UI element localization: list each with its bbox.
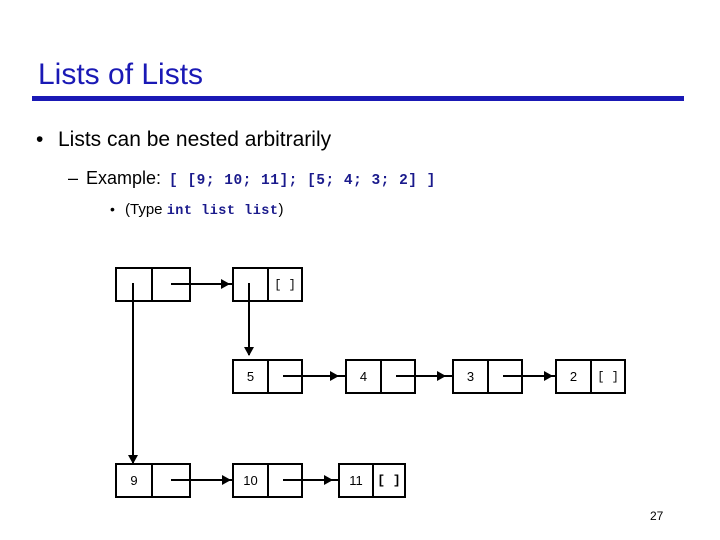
cons-cell-inner2-3: 2 [ ]: [555, 359, 626, 394]
bullet-text-level1: Lists can be nested arbitrarily: [58, 128, 332, 151]
cons-head-inner2-1: 4: [347, 361, 382, 392]
pointer-line-inner2-2-to-3: [503, 375, 559, 377]
cons-cell-inner1-2: 11 [ ]: [338, 463, 406, 498]
title-divider: [32, 96, 684, 101]
bullet-marker-level3: •: [110, 201, 115, 217]
pointer-arrow-inner1-1-to-2: [324, 475, 333, 485]
type-annotation-code: int list list: [166, 204, 279, 219]
bullet-level1: • Lists can be nested arbitrarily: [36, 128, 331, 152]
type-annotation-prefix: (Type: [125, 201, 163, 218]
cons-tail-inner2-3-nil: [ ]: [597, 369, 619, 384]
pointer-arrow-outer-1-to-2: [221, 279, 230, 289]
pointer-line-inner1-0-to-1: [171, 479, 237, 481]
cons-head-inner2-0: 5: [234, 361, 269, 392]
example-code-snippet: [ [9; 10; 11]; [5; 4; 3; 2] ]: [169, 173, 436, 189]
bullet-marker-level2: –: [68, 168, 79, 188]
cons-head-outer-2: [234, 269, 269, 300]
page-title: Lists of Lists: [38, 58, 204, 91]
cons-head-inner2-2: 3: [454, 361, 489, 392]
bullet-level3: • (Type int list list): [110, 201, 284, 219]
pointer-line-inner2-0-to-1: [283, 375, 345, 377]
pointer-arrow-outer-1-head: [128, 455, 138, 464]
pointer-arrow-inner2-2-to-3: [544, 371, 553, 381]
pointer-line-outer-1-to-2: [171, 283, 239, 285]
pointer-arrow-inner2-1-to-2: [437, 371, 446, 381]
cons-tail-inner1-2-nil: [ ]: [377, 473, 401, 488]
type-annotation-suffix: ): [278, 201, 284, 218]
cons-head-inner2-3: 2: [557, 361, 592, 392]
bullet-text-level2: Example:: [86, 168, 162, 188]
page-number: 27: [650, 509, 664, 523]
pointer-line-outer-1-head: [132, 283, 134, 463]
pointer-line-inner1-1-to-2: [283, 479, 338, 481]
cons-head-inner1-1: 10: [234, 465, 269, 496]
cons-head-inner1-0: 9: [117, 465, 154, 496]
pointer-line-outer-2-head: [248, 283, 250, 355]
pointer-arrow-inner1-0-to-1: [222, 475, 231, 485]
pointer-line-inner2-1-to-2: [396, 375, 452, 377]
pointer-arrow-inner2-0-to-1: [330, 371, 339, 381]
bullet-marker-level1: •: [36, 128, 44, 151]
pointer-arrow-outer-2-head: [244, 347, 254, 356]
cons-tail-outer-2-nil: [ ]: [274, 277, 296, 292]
cons-cell-outer-2: [ ]: [232, 267, 303, 302]
cons-head-outer-1: [117, 269, 154, 300]
bullet-level2: –Example: [ [9; 10; 11]; [5; 4; 3; 2] ]: [68, 168, 436, 189]
cons-head-inner1-2: 11: [340, 465, 374, 496]
